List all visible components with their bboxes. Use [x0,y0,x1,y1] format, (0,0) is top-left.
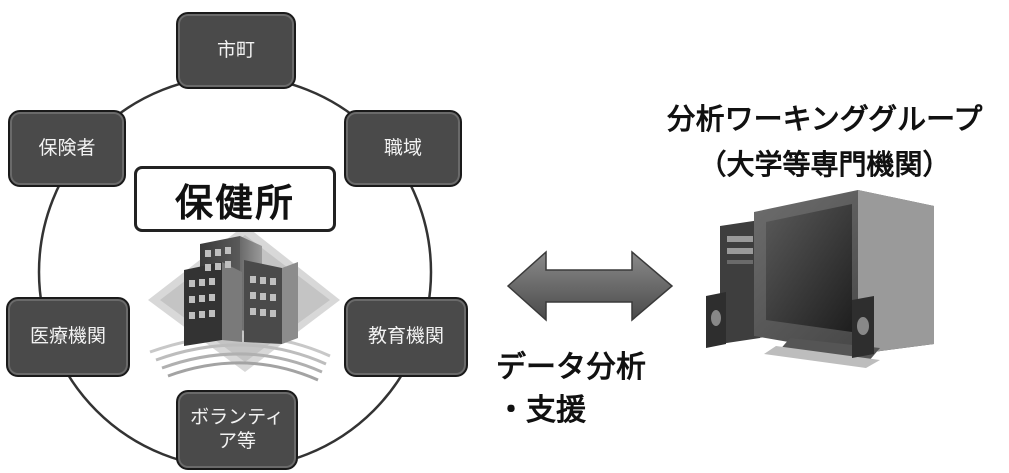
node-city: 市町 [176,12,296,89]
node-workplace: 職域 [344,110,462,187]
office-building-icon [148,225,340,382]
node-insurer: 保険者 [8,110,126,187]
analysis-group-subtitle: （大学等専門機関） [698,148,951,181]
desktop-computer-icon [706,190,934,368]
data-analysis-label: データ分析 [496,350,646,385]
support-label: ・支援 [496,393,586,428]
node-educational-institutions-label: 教育機関 [367,325,444,348]
node-educational-institutions: 教育機関 [344,297,468,377]
node-workplace-label: 職域 [383,136,422,159]
health-center-label: 保健所 [134,166,336,232]
double-arrow-icon [506,250,674,322]
analysis-group-title: 分析ワーキンググループ [666,102,983,136]
node-volunteers-label-line1: ボランティ [190,406,284,429]
node-volunteers: ボランティ ア等 [176,390,298,470]
node-insurer-label: 保険者 [38,136,96,159]
node-medical-institutions: 医療機関 [6,297,130,377]
node-medical-institutions-label: 医療機関 [29,325,106,348]
node-city-label: 市町 [216,38,255,61]
node-volunteers-label-line2: ア等 [217,430,256,452]
